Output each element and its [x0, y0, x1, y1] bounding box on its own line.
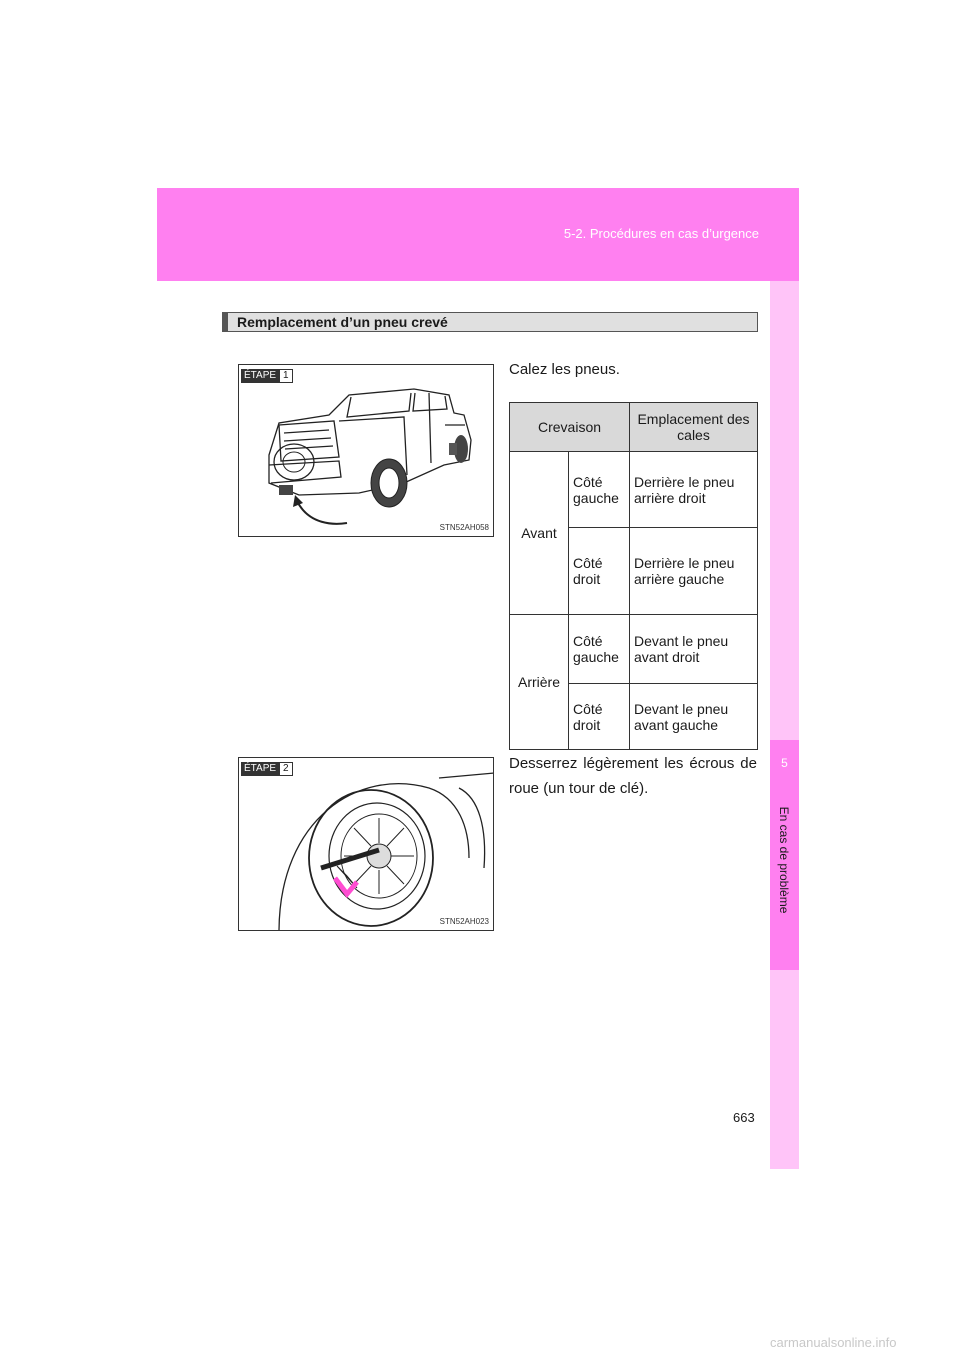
table-cell-position: Arrière: [509, 614, 569, 750]
chapter-tab-active[interactable]: [770, 740, 799, 970]
table-row: Côté droit Derrière le pneu arrière gauc…: [510, 527, 758, 615]
section-title-box: Remplacement d’un pneu crevé: [222, 312, 758, 332]
chapter-title: En cas de problème: [777, 806, 791, 914]
table-header-row: Crevaison Emplacement des cales: [509, 402, 758, 452]
table-cell-position: Avant: [509, 451, 569, 615]
page-number: 663: [733, 1110, 755, 1125]
watermark: carmanualsonline.info: [770, 1335, 897, 1350]
chapter-side-strip: [770, 281, 799, 1169]
table-cell-location: Devant le pneu avant gauche: [629, 683, 758, 750]
chapter-number: 5: [781, 756, 788, 770]
table-row: Avant Côté gauche Derrière le pneu arriè…: [509, 451, 758, 615]
table-cell-side: Côté gauche: [568, 614, 630, 684]
section-header: 5-2. Procédures en cas d’urgence: [563, 226, 759, 241]
table-cell-side: Côté droit: [568, 683, 630, 750]
table-header: Crevaison: [509, 402, 630, 452]
table-header: Emplacement des cales: [629, 402, 758, 452]
step-number: 2: [279, 762, 293, 776]
figure-truck-chocks: ÉTAPE 1 STN52AH058: [238, 364, 494, 537]
step-2-text: Desserrez légèrement les écrous de roue …: [509, 755, 757, 797]
table-cell-location: Devant le pneu avant droit: [629, 614, 758, 684]
wheel-illustration: [278, 772, 493, 930]
step-badge-1: ÉTAPE 1: [241, 369, 293, 383]
figure-code: STN52AH023: [439, 917, 489, 926]
table-cell-location: Derrière le pneu arrière gauche: [629, 527, 758, 615]
figure-wheel-nuts: ÉTAPE 2 STN52AH023: [238, 757, 494, 931]
table-cell-side: Côté gauche: [568, 451, 630, 528]
table-cell-location: Derrière le pneu arrière droit: [629, 451, 758, 528]
step-label: ÉTAPE: [241, 369, 280, 383]
section-title: Remplacement d’un pneu crevé: [237, 314, 448, 330]
table-row: Arrière Côté gauche Devant le pneu avant…: [509, 614, 758, 750]
truck-illustration: [268, 388, 472, 525]
step-label: ÉTAPE: [241, 762, 280, 776]
step-number: 1: [279, 369, 293, 383]
wheel-chocks-table: Crevaison Emplacement des cales Avant Cô…: [509, 402, 758, 750]
step-badge-2: ÉTAPE 2: [241, 762, 293, 776]
table-cell-side: Côté droit: [568, 527, 630, 615]
table-row: Côté droit Devant le pneu avant gauche: [510, 683, 758, 750]
header-band: 5-2. Procédures en cas d’urgence: [157, 188, 799, 281]
figure-code: STN52AH058: [439, 523, 489, 532]
step-1-text: Calez les pneus.: [509, 361, 620, 378]
